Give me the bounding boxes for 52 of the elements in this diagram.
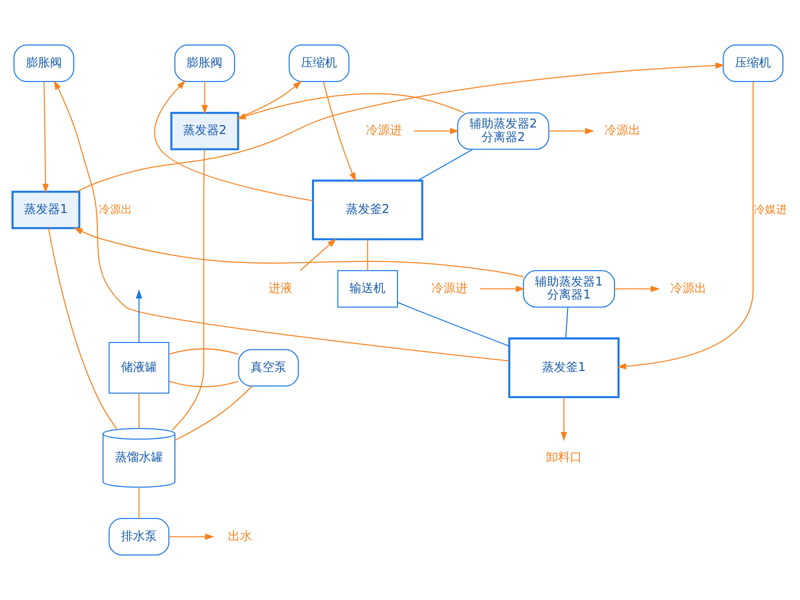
node-box: 膨胀阀 xyxy=(14,44,74,82)
node-text: 冷源出 xyxy=(670,281,706,296)
arrow xyxy=(480,286,525,292)
arrow xyxy=(154,80,313,202)
node-box: 压缩机 xyxy=(722,44,784,82)
connector xyxy=(169,380,238,388)
node-text: 冷源进 xyxy=(366,123,402,138)
node-text: 冷源出 xyxy=(604,123,641,138)
node-box: 辅助蒸发器1 分离器1 xyxy=(522,270,615,308)
arrow xyxy=(414,128,460,134)
node-box: 蒸发釜2 xyxy=(312,180,424,240)
connector xyxy=(172,149,205,431)
arrow xyxy=(54,80,509,362)
node-box: 蒸发器2 xyxy=(170,112,240,150)
connector xyxy=(138,393,140,428)
node-box: 储液罐 xyxy=(108,342,170,394)
connector xyxy=(417,148,474,182)
node-text: 出水 xyxy=(228,528,252,543)
connector xyxy=(138,487,140,518)
arrow xyxy=(202,82,208,114)
node-box: 膨胀阀 xyxy=(174,44,236,82)
node-box: 蒸发器1 xyxy=(12,190,80,230)
edge-label: 冷媒进 xyxy=(754,202,787,216)
connector xyxy=(367,240,368,271)
edge-label: 冷源出 xyxy=(99,202,132,216)
arrow xyxy=(617,82,754,370)
arrow xyxy=(236,93,464,120)
node-text: 冷源进 xyxy=(432,281,468,296)
arrow xyxy=(560,397,568,442)
node-box: 辅助蒸发器2 分离器2 xyxy=(457,112,550,150)
arrow xyxy=(74,228,524,278)
connector xyxy=(175,386,253,441)
arrow xyxy=(322,82,356,182)
node-box: 排水泵 xyxy=(108,518,170,556)
connector xyxy=(565,307,568,338)
arrow xyxy=(76,62,725,192)
node-text: 进液 xyxy=(268,281,293,296)
arrow xyxy=(300,238,336,271)
node-text: 卸料口 xyxy=(546,450,582,464)
arrow xyxy=(136,289,142,342)
node-box: 输送机 xyxy=(337,270,398,308)
arrow xyxy=(614,286,660,292)
arrow xyxy=(238,80,302,118)
connector xyxy=(397,302,510,346)
node-box: 压缩机 xyxy=(288,44,350,82)
arrow xyxy=(169,534,214,540)
node-box: 蒸发釜1 xyxy=(508,337,620,398)
arrow xyxy=(42,82,49,193)
connector xyxy=(48,228,117,429)
connector xyxy=(169,348,238,355)
arrow xyxy=(548,128,594,134)
node-box: 真空泵 xyxy=(238,349,299,386)
